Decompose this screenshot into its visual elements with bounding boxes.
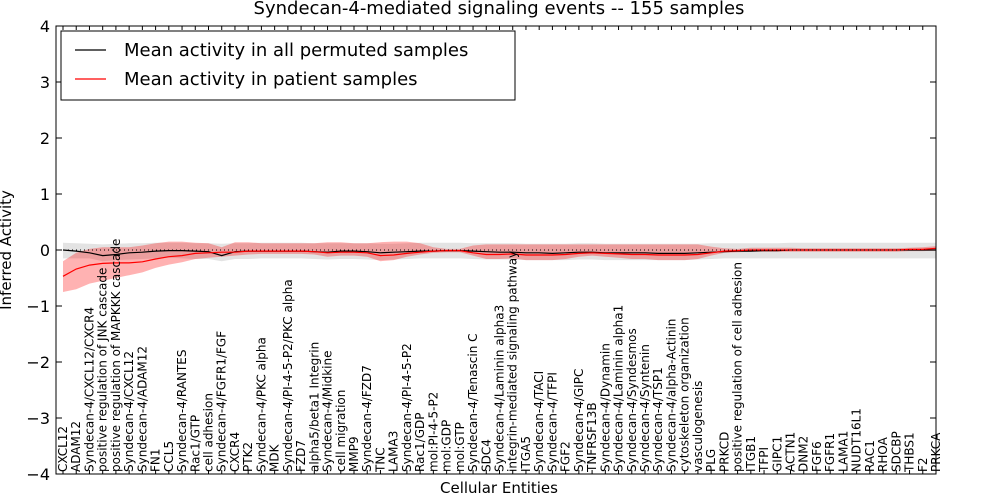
category-label: MMP9 xyxy=(347,436,361,472)
category-label: PTK2 xyxy=(241,442,255,472)
category-label: Syndecan-4/PKC alpha xyxy=(254,337,268,472)
category-label: THBS1 xyxy=(903,432,917,473)
category-label: positive regulation of JNK cascade xyxy=(96,268,110,472)
category-label: FGF6 xyxy=(810,441,824,472)
category-label: Syndecan-4/Laminin alpha3 xyxy=(493,305,507,472)
category-label: ACTN1 xyxy=(784,432,798,472)
category-label: Syndecan-4/FZD7 xyxy=(360,365,374,472)
category-label: Syndecan-4/CXCL12/CXCR4 xyxy=(83,307,97,472)
patient-band xyxy=(63,241,936,292)
category-label: Syndecan-4/PI-4-5-P2 xyxy=(400,343,414,472)
category-label: PRKCA xyxy=(929,432,943,472)
chart-title: Syndecan-4-mediated signaling events -- … xyxy=(254,0,745,19)
y-tick-label: −4 xyxy=(26,465,50,484)
category-label: ADAM12 xyxy=(69,421,83,472)
category-label: LAMA3 xyxy=(387,431,401,472)
y-tick-label: 4 xyxy=(40,17,50,36)
category-label: CXCR4 xyxy=(228,432,242,472)
category-label: CXCL12 xyxy=(56,426,70,472)
y-tick-label: −2 xyxy=(26,353,50,372)
category-label: positive regulation of cell adhesion xyxy=(731,262,745,472)
category-label: mol:GDP xyxy=(440,420,454,472)
category-label: PRKCD xyxy=(717,432,731,472)
category-label: NUDT16L1 xyxy=(850,408,864,472)
category-label: Syndecan-4/GIPC xyxy=(572,369,586,472)
category-label: GIPC1 xyxy=(770,436,784,472)
category-label: Syndecan-4/TFPI xyxy=(545,372,559,472)
category-label: cell adhesion xyxy=(202,393,216,472)
category-label: Syndecan-4/FGFR1/FGF xyxy=(215,331,229,472)
category-label: CCL5 xyxy=(162,441,176,472)
category-label: positive regulation of MAPKKK cascade xyxy=(109,239,123,472)
category-label: mol:GTP xyxy=(453,422,467,472)
category-label: cytoskeleton organization xyxy=(678,317,692,472)
category-label: SDCBP xyxy=(889,431,903,472)
category-label: PLG xyxy=(704,449,718,472)
y-tick-label: 0 xyxy=(40,241,50,260)
category-label: Syndecan-4/Tenascin C xyxy=(466,333,480,472)
legend-label-patient: Mean activity in patient samples xyxy=(124,69,418,90)
category-label: TFPI xyxy=(757,447,771,473)
category-label: FN1 xyxy=(149,448,163,472)
legend-label-permuted: Mean activity in all permuted samples xyxy=(124,40,468,61)
legend: Mean activity in all permuted samples Me… xyxy=(60,30,516,101)
category-label: integrin-mediated signaling pathway xyxy=(506,251,520,472)
category-label: Syndecan-4/Laminin alpha1 xyxy=(612,305,626,472)
category-label: Syndecan-4/Syndesmos xyxy=(625,328,639,472)
category-label: TNC xyxy=(374,447,388,473)
y-tick-label: 3 xyxy=(40,73,50,92)
y-tick-label: 2 xyxy=(40,129,50,148)
category-label: FGFR1 xyxy=(823,433,837,472)
category-label: DNM2 xyxy=(797,436,811,472)
category-label: LAMA1 xyxy=(836,431,850,472)
y-axis-label: Inferred Activity xyxy=(0,190,15,310)
x-axis-label: Cellular Entities xyxy=(440,479,558,497)
category-label: alpha5/beta1 Integrin xyxy=(307,342,321,472)
y-tick-label: −3 xyxy=(26,409,50,428)
y-tick-label: −1 xyxy=(26,297,50,316)
category-label: ITGA5 xyxy=(519,436,533,472)
category-label: Syndecan-4/alpha-Actinin xyxy=(665,319,679,472)
category-label: Syndecan-4/Syntenin xyxy=(638,344,652,472)
category-label: Syndecan-4/TACI xyxy=(532,371,546,472)
category-label: Syndecan-4/Midkine xyxy=(321,351,335,472)
category-label: Syndecan-4/CXCL12 xyxy=(122,351,136,472)
category-label: Syndecan-4/RANTES xyxy=(175,350,189,472)
category-label: Rac1/GDP xyxy=(413,413,427,472)
category-label: MDK xyxy=(268,443,282,472)
y-tick-label: 1 xyxy=(40,185,50,204)
category-label: Syndecan-4/TSP1 xyxy=(651,367,665,472)
patient-mean-line xyxy=(62,247,937,277)
category-label: ITGB1 xyxy=(744,436,758,472)
category-label: mol:PI-4-5-P2 xyxy=(426,392,440,472)
category-label: FGF2 xyxy=(559,441,573,472)
category-label: vasculogenesis xyxy=(691,381,705,472)
category-label: Syndecan-4/Dynamin xyxy=(598,343,612,472)
category-label: Syndecan-4/PI-4-5-P2/PKC alpha xyxy=(281,279,295,472)
category-label: Rac1/GTP xyxy=(188,415,202,472)
category-label: cell migration xyxy=(334,390,348,472)
category-label: RHOA xyxy=(876,436,890,472)
category-label: Syndecan-4/ADAM12 xyxy=(135,346,149,472)
category-label: TNFRSF13B xyxy=(585,402,599,473)
category-label: RAC1 xyxy=(863,440,877,472)
category-label: FZD7 xyxy=(294,440,308,472)
legend-box xyxy=(60,30,516,101)
category-label: SDC4 xyxy=(479,439,493,472)
category-label: F2 xyxy=(916,457,930,472)
